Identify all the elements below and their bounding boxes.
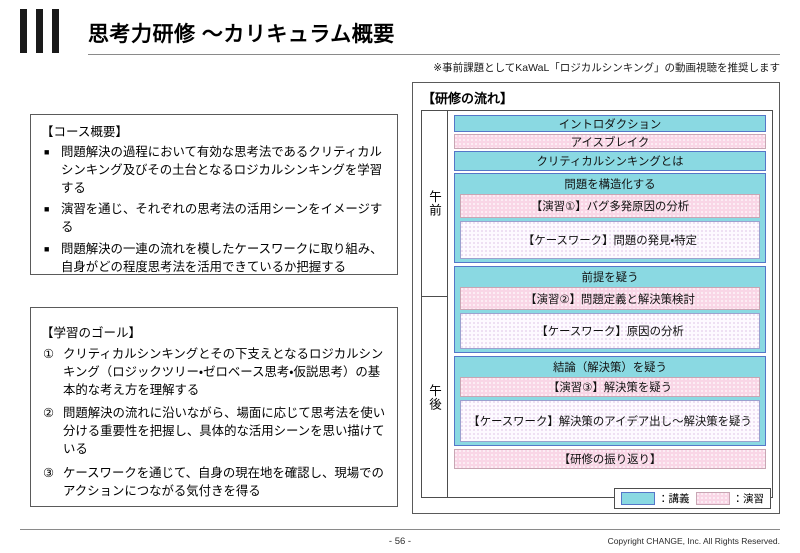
flow-group-children: 【演習②】問題定義と解決策検討【ケースワーク】原因の分析 bbox=[460, 287, 760, 349]
legend-label: ：講義 bbox=[658, 493, 690, 505]
legend-swatch-lecture bbox=[621, 492, 655, 505]
training-flow-grid: 午前 午後 イントロダクションアイスブレイククリティカルシンキングとは問題を構造… bbox=[421, 110, 773, 498]
flow-group-title: 問題を構造化する bbox=[564, 179, 656, 191]
accent-bar-3 bbox=[52, 9, 59, 53]
legend-entry: ：講義 bbox=[621, 491, 690, 506]
training-flow-panel: 【研修の流れ】 午前 午後 イントロダクションアイスブレイククリティカルシンキン… bbox=[412, 82, 780, 514]
legend-entry: ：演習 bbox=[695, 491, 765, 506]
bullet-marker-icon: ■ bbox=[44, 204, 50, 215]
flow-item-exercise: 【研修の振り返り】 bbox=[454, 449, 766, 469]
accent-bar-1 bbox=[20, 9, 27, 53]
flow-item-lecture: クリティカルシンキングとは bbox=[454, 151, 766, 171]
flow-group-title: 前提を疑う bbox=[581, 272, 639, 284]
flow-group-title: 結論（解決策）を疑う bbox=[553, 362, 667, 374]
page-number: - 56 - bbox=[388, 536, 412, 547]
title-accent-bars bbox=[20, 9, 59, 53]
learning-goals-heading: 【学習のゴール】 bbox=[41, 326, 142, 340]
period-label-morning: 午前 bbox=[422, 111, 447, 297]
flow-item-exercise: アイスブレイク bbox=[454, 134, 766, 149]
course-overview-heading: 【コース概要】 bbox=[41, 125, 128, 139]
course-overview-item: ■ 問題解決の過程において有効な思考法であるクリティカルシンキング及びその土台とな… bbox=[41, 144, 387, 198]
course-overview-item: ■ 問題解決の一連の流れを模したケースワークに取り組み、自身がどの程度思考法を活用… bbox=[41, 241, 387, 277]
accent-bar-2 bbox=[36, 9, 43, 53]
flow-group-children: 【演習③】解決策を疑う【ケースワーク】解決策のアイデア出し～解決策を疑う bbox=[460, 377, 760, 442]
flow-item-lecture: イントロダクション bbox=[454, 115, 766, 132]
course-overview-item-text: 演習を通じ、それぞれの思考法の活用シーンをイメージする bbox=[61, 202, 383, 235]
goal-number-marker: ① bbox=[43, 346, 55, 361]
flow-item-exercise: 【演習①】バグ多発原因の分析 bbox=[460, 194, 760, 218]
learning-goal-item: ① クリティカルシンキングとその下支えとなるロジカルシンキング（ロジックツリー・ゼ… bbox=[41, 345, 387, 399]
course-overview-list: ■ 問題解決の過程において有効な思考法であるクリティカルシンキング及びその土台とな… bbox=[41, 144, 387, 277]
bullet-marker-icon: ■ bbox=[44, 146, 50, 157]
flow-morning-section: イントロダクションアイスブレイククリティカルシンキングとは問題を構造化する【演習… bbox=[454, 115, 766, 266]
learning-goal-item: ② 問題解決の流れに沿いながら、場面に応じて思考法を使い分ける重要性を把握し、具体… bbox=[41, 404, 387, 458]
learning-goal-text: ケースワークを通じて、自身の現在地を確認し、現場でのアクションにつながる気付きを… bbox=[63, 465, 384, 498]
legend-swatch-exercise bbox=[695, 492, 730, 505]
flow-afternoon-section: 前提を疑う【演習②】問題定義と解決策検討【ケースワーク】原因の分析結論（解決策）… bbox=[454, 266, 766, 471]
goal-number-marker: ② bbox=[43, 406, 55, 421]
flow-item-exercise: 【演習③】解決策を疑う bbox=[460, 377, 760, 397]
course-overview-item-text: 問題解決の過程において有効な思考法であるクリティカルシンキング及びその土台となる… bbox=[61, 144, 383, 195]
training-flow-heading: 【研修の流れ】 bbox=[422, 91, 514, 106]
legend-label: ：演習 bbox=[732, 493, 765, 505]
prework-note: ※事前課題としてKaWaL「ロジカルシンキング」の動画視聴を推奨します bbox=[433, 62, 780, 74]
footer-divider bbox=[20, 529, 780, 530]
period-column: 午前 午後 bbox=[422, 111, 448, 497]
flow-item-casework: 【ケースワーク】原因の分析 bbox=[460, 313, 760, 349]
title-divider bbox=[88, 54, 780, 55]
flow-group: 前提を疑う【演習②】問題定義と解決策検討【ケースワーク】原因の分析 bbox=[454, 266, 766, 353]
page-title: 思考力研修 ～カリキュラム概要 bbox=[88, 23, 395, 46]
learning-goal-text: クリティカルシンキングとその下支えとなるロジカルシンキング（ロジックツリー・ゼロ… bbox=[63, 346, 384, 398]
learning-goal-item: ③ ケースワークを通じて、自身の現在地を確認し、現場でのアクションにつながる気付き… bbox=[41, 464, 387, 500]
flow-group-children: 【演習①】バグ多発原因の分析【ケースワーク】問題の発見・特定 bbox=[460, 194, 760, 259]
course-overview-item-text: 問題解決の一連の流れを模したケースワークに取り組み、自身がどの程度思考法を活用で… bbox=[61, 242, 383, 275]
learning-goals-list: ① クリティカルシンキングとその下支えとなるロジカルシンキング（ロジックツリー・ゼ… bbox=[41, 345, 387, 500]
course-overview-box: 【コース概要】 ■ 問題解決の過程において有効な思考法であるクリティカルシンキング… bbox=[30, 114, 398, 275]
flow-legend: ：講義 ：演習 bbox=[614, 488, 771, 509]
flow-item-exercise: 【演習②】問題定義と解決策検討 bbox=[460, 287, 760, 310]
flow-items-column: イントロダクションアイスブレイククリティカルシンキングとは問題を構造化する【演習… bbox=[448, 111, 772, 497]
flow-group: 結論（解決策）を疑う【演習③】解決策を疑う【ケースワーク】解決策のアイデア出し～… bbox=[454, 356, 766, 446]
learning-goals-box: 【学習のゴール】 ① クリティカルシンキングとその下支えとなるロジカルシンキング（… bbox=[30, 307, 398, 507]
bullet-marker-icon: ■ bbox=[44, 244, 50, 255]
course-overview-item: ■ 演習を通じ、それぞれの思考法の活用シーンをイメージする bbox=[41, 201, 387, 237]
flow-item-casework: 【ケースワーク】問題の発見・特定 bbox=[460, 221, 760, 259]
flow-group: 問題を構造化する【演習①】バグ多発原因の分析【ケースワーク】問題の発見・特定 bbox=[454, 173, 766, 263]
flow-item-casework: 【ケースワーク】解決策のアイデア出し～解決策を疑う bbox=[460, 400, 760, 442]
goal-number-marker: ③ bbox=[43, 465, 55, 480]
period-label-afternoon: 午後 bbox=[427, 383, 441, 411]
copyright-notice: Copyright CHANGE, Inc. All Rights Reserv… bbox=[607, 536, 780, 546]
learning-goal-text: 問題解決の流れに沿いながら、場面に応じて思考法を使い分ける重要性を把握し、具体的… bbox=[63, 406, 386, 457]
